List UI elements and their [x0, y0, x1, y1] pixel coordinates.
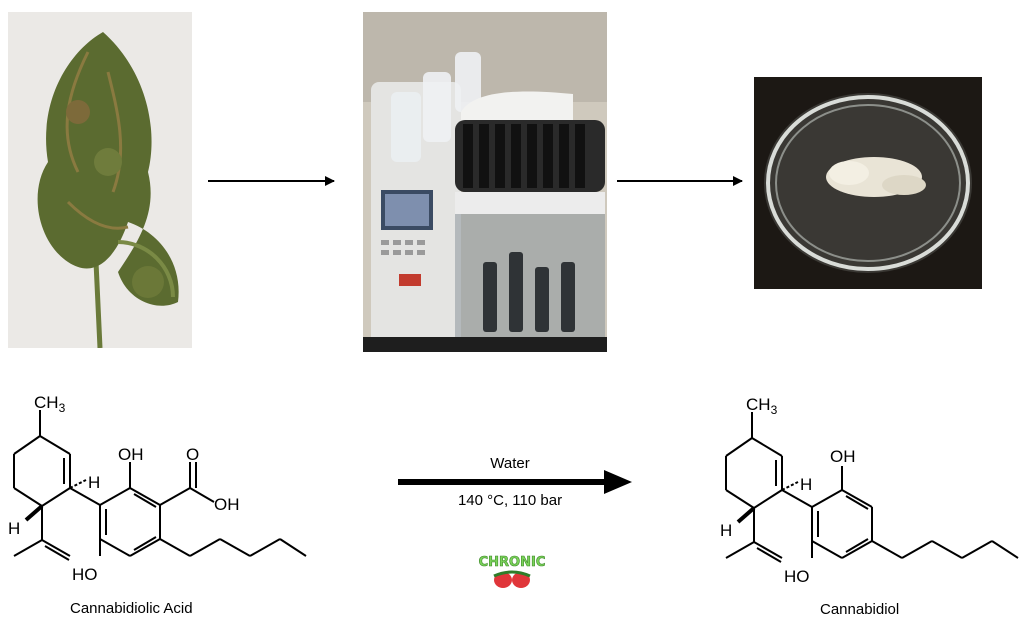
product-h-top-label: H [800, 475, 812, 494]
extraction-instrument-photo [363, 12, 607, 352]
reactant-methyl-label: CH3 [34, 393, 66, 415]
reactant-h-top-label: H [88, 473, 100, 492]
cannabidiol-structure [725, 412, 1019, 563]
product-ho-bottom-label: HO [784, 567, 810, 586]
reaction-reagent-label: Water [490, 455, 530, 472]
product-h-bottom-label: H [720, 521, 732, 540]
reaction-conditions-label: 140 °C, 110 bar [457, 492, 563, 509]
product-oh-top-label: OH [830, 447, 856, 466]
product-name: Cannabidiol [820, 601, 900, 618]
cbd-crystals-petri-dish-photo [754, 77, 982, 289]
reactant-carboxyl-o-label: O [186, 445, 199, 464]
chronic-watermark-logo: CHRONIC [478, 555, 546, 588]
reactant-ho-bottom-label: HO [72, 565, 98, 584]
reactant-h-bottom-label: H [8, 519, 20, 538]
reaction-arrow [398, 470, 632, 494]
product-methyl-label: CH3 [746, 395, 778, 417]
reactant-oh-top-label: OH [118, 445, 144, 464]
svg-text:CHRONIC: CHRONIC [479, 555, 546, 570]
reactant-carboxyl-oh-label: OH [214, 495, 240, 514]
hemp-flower-photo [8, 12, 192, 348]
reactant-name: Cannabidiolic Acid [70, 600, 193, 617]
cannabidiolic-acid-structure [13, 410, 307, 561]
